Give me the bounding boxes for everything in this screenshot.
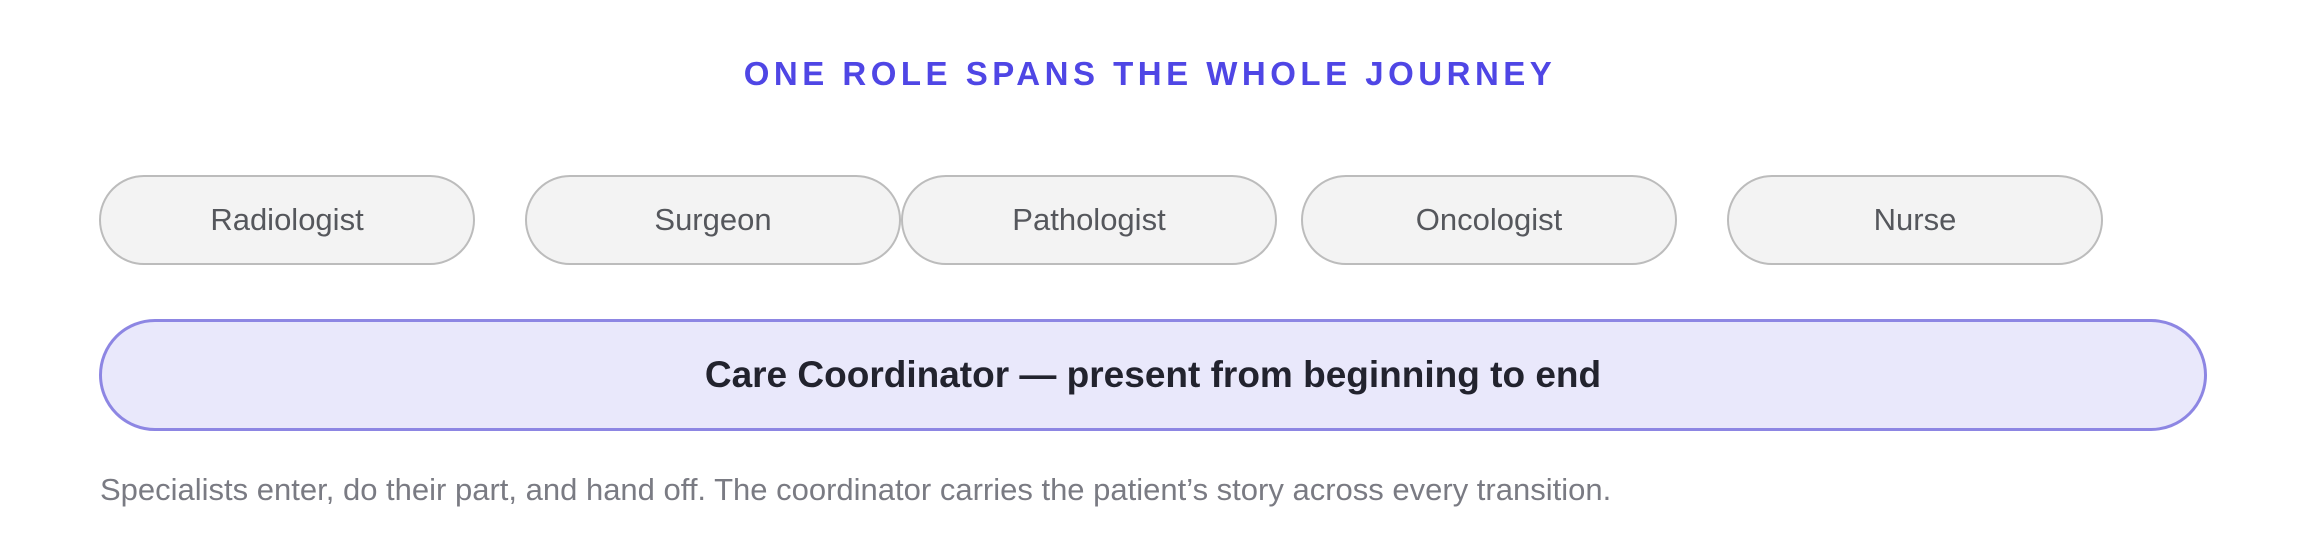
caption: Specialists enter, do their part, and ha… [100,472,1612,507]
specialist-pathologist: Pathologist [901,175,1277,265]
diagram-title: ONE ROLE SPANS THE WHOLE JOURNEY [743,55,1557,92]
specialist-surgeon: Surgeon [525,175,901,265]
specialist-nurse: Nurse [1727,175,2103,265]
care-coordinator-bar: Care Coordinator — present from beginnin… [99,319,2207,431]
specialist-radiologist: Radiologist [99,175,475,265]
specialist-oncologist: Oncologist [1301,175,1677,265]
